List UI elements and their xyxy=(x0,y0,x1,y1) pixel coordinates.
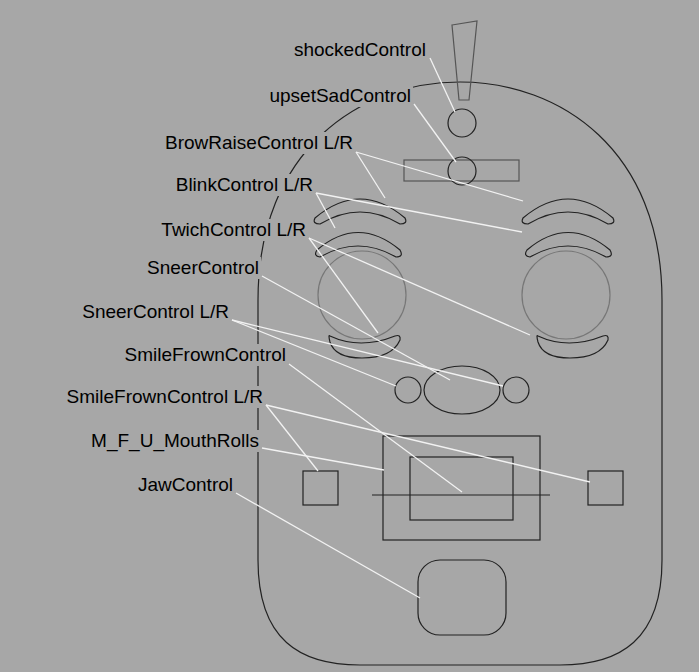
control-label: TwichControl L/R xyxy=(159,219,308,241)
sneer-left xyxy=(395,377,421,403)
leader-line xyxy=(356,152,523,201)
sneer-right xyxy=(503,377,529,403)
leader-line xyxy=(289,364,462,492)
control-label: JawControl xyxy=(136,474,235,496)
mouth-inner xyxy=(410,457,513,520)
twitch-right xyxy=(537,336,608,359)
control-label: BrowRaiseControl L/R xyxy=(163,132,355,154)
shocked-circle xyxy=(448,109,476,137)
blink-left xyxy=(316,233,402,258)
leader-line xyxy=(309,238,378,333)
brow-left xyxy=(314,199,406,224)
control-label: SmileFrownControl xyxy=(122,344,288,366)
eye-right xyxy=(522,251,610,339)
brow-right xyxy=(522,199,614,224)
exclamation-shape xyxy=(452,21,477,100)
leader-line xyxy=(236,493,420,598)
control-label: SmileFrownControl L/R xyxy=(65,386,265,408)
leader-line xyxy=(262,448,384,470)
sneer-ellipse xyxy=(424,366,500,414)
leader-line xyxy=(414,104,456,162)
control-label: upsetSadControl xyxy=(267,85,413,107)
control-label: shockedControl xyxy=(292,39,428,61)
mouth-line xyxy=(372,494,550,495)
jaw-control xyxy=(418,560,506,635)
leader-line xyxy=(316,193,335,228)
leader-line xyxy=(430,58,455,112)
smile-frown-left xyxy=(303,471,338,505)
control-label: BlinkControl L/R xyxy=(174,174,315,196)
blink-right xyxy=(526,233,612,258)
head-outline xyxy=(258,82,662,665)
eye-left xyxy=(318,251,406,339)
control-label: SneerControl xyxy=(145,257,261,279)
control-label: M_F_U_MouthRolls xyxy=(89,430,261,452)
leader-line xyxy=(266,405,590,482)
smile-frown-right xyxy=(588,471,623,505)
leader-line xyxy=(316,193,522,232)
control-label: SneerControl L/R xyxy=(80,301,231,323)
